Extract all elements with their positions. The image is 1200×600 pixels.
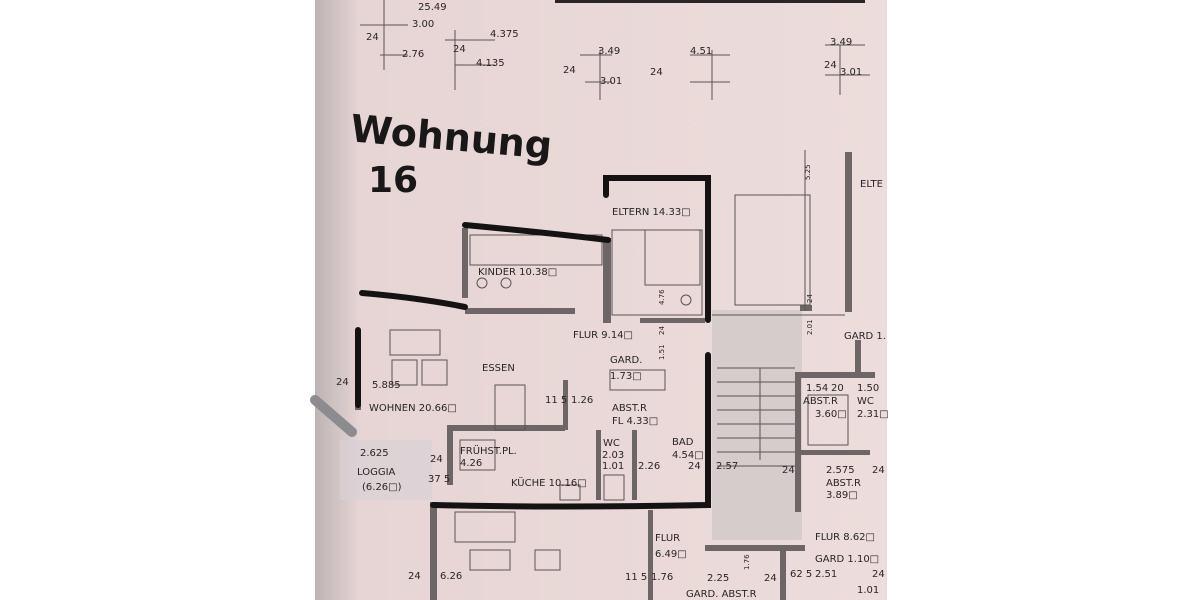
- room-kueche: KÜCHE 10.16□: [511, 476, 587, 489]
- dim-text: 4.76: [658, 289, 666, 305]
- walls: [355, 152, 875, 600]
- dim-text: 3.49: [598, 46, 620, 57]
- dim-text: 62 5: [790, 569, 812, 580]
- room-gard-neighbor-2: GARD 1.10□: [815, 554, 879, 565]
- dim-text: 20: [831, 383, 844, 394]
- dim-text: 24: [650, 67, 663, 78]
- room-flur-neighbor: FLUR 8.62□: [815, 532, 875, 543]
- dim-text: 25.49: [418, 2, 447, 13]
- dim-text: 2.76: [402, 49, 424, 60]
- dim-text: 24: [872, 569, 885, 580]
- dim-text: 1.51: [658, 344, 666, 360]
- dim-text: 1.76: [743, 554, 751, 570]
- dim-text: 4.51: [690, 46, 712, 57]
- room-flur: FLUR 9.14□: [573, 330, 633, 341]
- dim-text: 4.135: [476, 58, 505, 69]
- room-fruehstueck-area: 4.26: [460, 458, 482, 469]
- dim-text: 1.54: [806, 383, 828, 394]
- top-dimensions: 25.49 3.00 24 2.76 4.375 24 4.135 3.49 2…: [366, 2, 862, 87]
- room-abstr-neighbor-2-area: 3.89□: [826, 490, 858, 501]
- dim-text: 24: [336, 377, 349, 388]
- room-wc-neighbor: WC: [857, 396, 874, 407]
- dim-text: 2.01: [806, 319, 814, 335]
- room-abstr: ABST.R: [612, 403, 647, 414]
- dim-text: 3.49: [830, 37, 852, 48]
- dim-text: 1.01: [857, 585, 879, 596]
- room-abstr-neighbor-area: 3.60□: [815, 409, 847, 420]
- room-wohnen: WOHNEN 20.66□: [369, 403, 457, 414]
- dim-text: 2.575: [826, 465, 855, 476]
- pen: [310, 395, 357, 437]
- room-wc-area: 2.03: [602, 450, 624, 461]
- room-gard-area: 1.73□: [610, 371, 642, 382]
- dim-text: 2.25: [707, 573, 729, 584]
- room-bad: BAD: [672, 437, 694, 448]
- room-eltern: ELTERN 14.33□: [612, 207, 691, 218]
- dim-text: 1.26: [571, 395, 593, 406]
- stairwell: [712, 310, 802, 540]
- dim-text: 3.01: [600, 76, 622, 87]
- dim-text: 2.625: [360, 448, 389, 459]
- loggia-area: [340, 440, 432, 500]
- room-essen: ESSEN: [482, 363, 515, 374]
- dim-text: 11 5: [545, 395, 567, 406]
- dim-text: 24: [872, 465, 885, 476]
- dim-text: 1.50: [857, 383, 879, 394]
- dim-text: 1.01: [602, 461, 624, 472]
- dim-text: 24: [806, 294, 814, 303]
- room-gard: GARD.: [610, 355, 642, 366]
- dimension-labels: 5.885 24 11 5 1.26 2.625 24 37 5 1.01 2.…: [336, 164, 885, 596]
- room-flur-2-area: 6.49□: [655, 549, 687, 560]
- room-abstr-neighbor: ABST.R: [803, 396, 838, 407]
- dim-text: 5.25: [804, 164, 812, 180]
- dim-text: 1.76: [651, 572, 673, 583]
- room-fruehstueck: FRÜHST.PL.: [460, 444, 517, 457]
- dim-text: 3.00: [412, 19, 434, 30]
- room-abstr-neighbor-2: ABST.R: [826, 478, 861, 489]
- room-gard-neighbor: GARD 1.: [844, 331, 886, 342]
- interior-lines: [389, 150, 849, 571]
- dim-text: 2.51: [815, 569, 837, 580]
- room-flur-2: FLUR: [655, 533, 680, 544]
- dim-text: 24: [453, 44, 466, 55]
- room-labels: ELTERN 14.33□ KINDER 10.38□ FLUR 9.14□ E…: [357, 179, 889, 600]
- dim-text: 4.375: [490, 29, 519, 40]
- dim-text: 24: [688, 461, 701, 472]
- room-bad-area: 4.54□: [672, 450, 704, 461]
- dim-text: 24: [782, 465, 795, 476]
- marker-outline: [355, 175, 711, 510]
- dim-text: 24: [764, 573, 777, 584]
- dim-text: 2.26: [638, 461, 660, 472]
- room-loggia-area: (6.26□): [362, 482, 402, 493]
- dim-text: 3.01: [840, 67, 862, 78]
- top-dimension-marks: [360, 0, 870, 100]
- dim-text: 11 5: [625, 572, 647, 583]
- room-abstr-area: FL 4.33□: [612, 416, 658, 427]
- top-dark-edge: [555, 0, 865, 3]
- dim-text: 24: [430, 454, 443, 465]
- room-loggia: LOGGIA: [357, 467, 396, 478]
- room-eltern-neighbor: ELTE: [860, 179, 883, 190]
- dim-text: 5.885: [372, 380, 401, 391]
- dim-text: 6.26: [440, 571, 462, 582]
- dim-text: 24: [563, 65, 576, 76]
- room-wc-neighbor-area: 2.31□: [857, 409, 889, 420]
- dim-text: 24: [408, 571, 421, 582]
- dim-text: 24: [658, 326, 666, 335]
- dim-text: 24: [366, 32, 379, 43]
- dim-text: 2.57: [716, 461, 738, 472]
- room-kinder: KINDER 10.38□: [478, 267, 557, 278]
- room-wc: WC: [603, 438, 620, 449]
- room-gard-abstr: GARD. ABST.R: [686, 589, 757, 600]
- dim-text: 24: [824, 60, 837, 71]
- handwritten-apartment-number: 16: [368, 160, 418, 201]
- dim-text: 37 5: [428, 474, 450, 485]
